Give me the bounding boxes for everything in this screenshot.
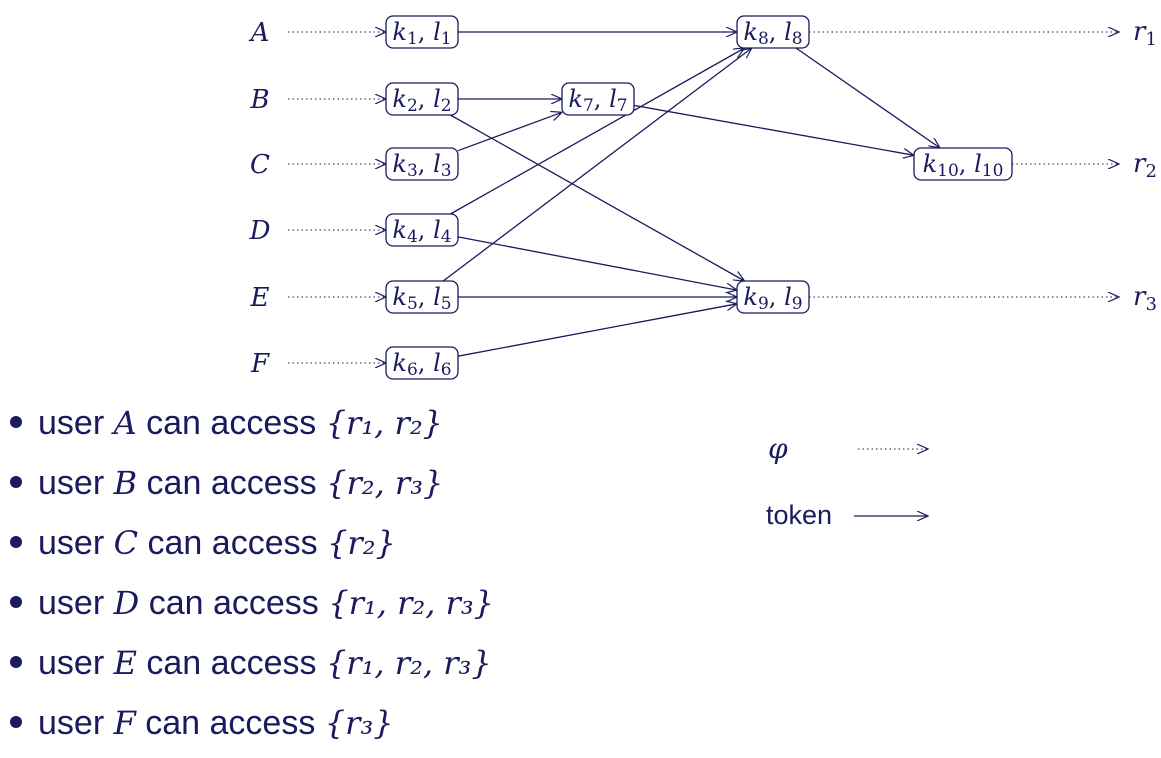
key-node-label: k8, l8 [743, 18, 802, 49]
access-mid: can access [139, 584, 329, 622]
key-node-n8: k8, l8 [736, 15, 810, 49]
access-user: E [113, 644, 137, 682]
bullet-icon [10, 596, 22, 609]
key-node-n10: k10, l10 [913, 147, 1013, 181]
key-node-n3: k3, l3 [385, 147, 459, 181]
bullet-icon [10, 536, 22, 549]
access-set: {r₁, r₂, r₃} [328, 584, 495, 622]
key-node-n6: k6, l6 [385, 346, 459, 380]
access-set: {r₁, r₂, r₃} [325, 644, 492, 682]
user-label-A: A [249, 18, 270, 48]
token-edge-n3-to-n7 [457, 112, 562, 152]
key-node-box [736, 280, 810, 314]
key-node-n9: k9, l9 [736, 280, 810, 314]
access-mid: can access [136, 644, 326, 682]
key-node-box [736, 15, 810, 49]
token-edge-n4-to-n9 [457, 236, 737, 290]
user-label-B: B [249, 85, 269, 115]
access-list: user A can access {r₁, r₂}user B can acc… [10, 398, 494, 758]
key-node-n2: k2, l2 [385, 82, 459, 116]
access-user: F [113, 704, 136, 742]
legend-panel: φ token [766, 432, 1060, 530]
key-node-box [385, 346, 459, 380]
key-node-n1: k1, l1 [385, 15, 459, 49]
access-prefix: user [38, 464, 114, 502]
legend-token-label: token [766, 500, 832, 530]
bullet-icon [10, 656, 22, 669]
key-node-label: k9, l9 [743, 283, 802, 314]
token-edge-n8-to-n10 [795, 47, 940, 148]
token-edge-n5-to-n8 [442, 48, 752, 282]
key-node-n4: k4, l4 [385, 213, 459, 247]
key-node-label: k2, l2 [392, 85, 451, 116]
key-node-label: k5, l5 [392, 283, 451, 314]
key-node-box [913, 147, 1013, 181]
key-node-label: k7, l7 [568, 85, 627, 116]
key-node-box [385, 280, 459, 314]
key-node-n7: k7, l7 [561, 82, 635, 116]
access-mid: can access [137, 464, 327, 502]
resource-label-r2: r2 [1133, 149, 1157, 182]
access-mid: can access [135, 704, 325, 742]
user-label-E: E [250, 283, 270, 313]
key-node-box [385, 147, 459, 181]
access-list-item: user A can access {r₁, r₂} [10, 398, 494, 458]
resource-label-r1: r1 [1133, 17, 1157, 50]
key-node-box [385, 213, 459, 247]
resource-label-r3: r3 [1133, 282, 1157, 315]
access-set: {r₂} [327, 524, 396, 562]
access-list-item: user C can access {r₂} [10, 518, 494, 578]
token-edge-n7-to-n10 [633, 104, 914, 155]
key-node-box [561, 82, 635, 116]
user-label-F: F [250, 349, 270, 379]
key-node-box [385, 82, 459, 116]
access-user: C [113, 524, 139, 562]
key-graph-diagram: k1, l1 k2, l2 k3, l3 k4, l4 k5, l5 k6, l6 k7, … [249, 15, 1157, 380]
token-edge-n4-to-n8 [450, 48, 744, 215]
access-user: D [113, 584, 140, 622]
access-prefix: user [38, 704, 114, 742]
user-label-C: C [250, 150, 270, 180]
bullet-icon [10, 476, 22, 489]
access-list-item: user B can access {r₂, r₃} [10, 458, 494, 518]
token-edge-n2-to-n9 [450, 114, 744, 281]
access-prefix: user [38, 644, 114, 682]
token-edge-n6-to-n9 [457, 304, 737, 357]
access-prefix: user [38, 524, 114, 562]
key-node-box [385, 15, 459, 49]
access-user: B [113, 464, 138, 502]
access-list-item: user E can access {r₁, r₂, r₃} [10, 638, 494, 698]
key-node-label: k4, l4 [392, 216, 451, 247]
key-node-label: k10, l10 [923, 150, 1004, 181]
bullet-icon [10, 716, 22, 729]
access-prefix: user [38, 404, 114, 442]
access-set: {r₂, r₃} [326, 464, 444, 502]
access-list-item: user D can access {r₁, r₂, r₃} [10, 578, 494, 638]
access-set: {r₁, r₂} [325, 404, 443, 442]
access-list-item: user F can access {r₃} [10, 698, 494, 758]
bullet-icon [10, 416, 22, 429]
key-node-label: k3, l3 [392, 150, 451, 181]
key-node-label: k6, l6 [392, 349, 451, 380]
key-node-n5: k5, l5 [385, 280, 459, 314]
access-set: {r₃} [324, 704, 394, 742]
user-label-D: D [249, 216, 271, 246]
access-user: A [113, 404, 137, 442]
legend-phi-symbol: φ [768, 432, 788, 465]
access-mid: can access [138, 524, 328, 562]
key-node-label: k1, l1 [392, 18, 451, 49]
access-prefix: user [38, 584, 114, 622]
access-mid: can access [136, 404, 326, 442]
